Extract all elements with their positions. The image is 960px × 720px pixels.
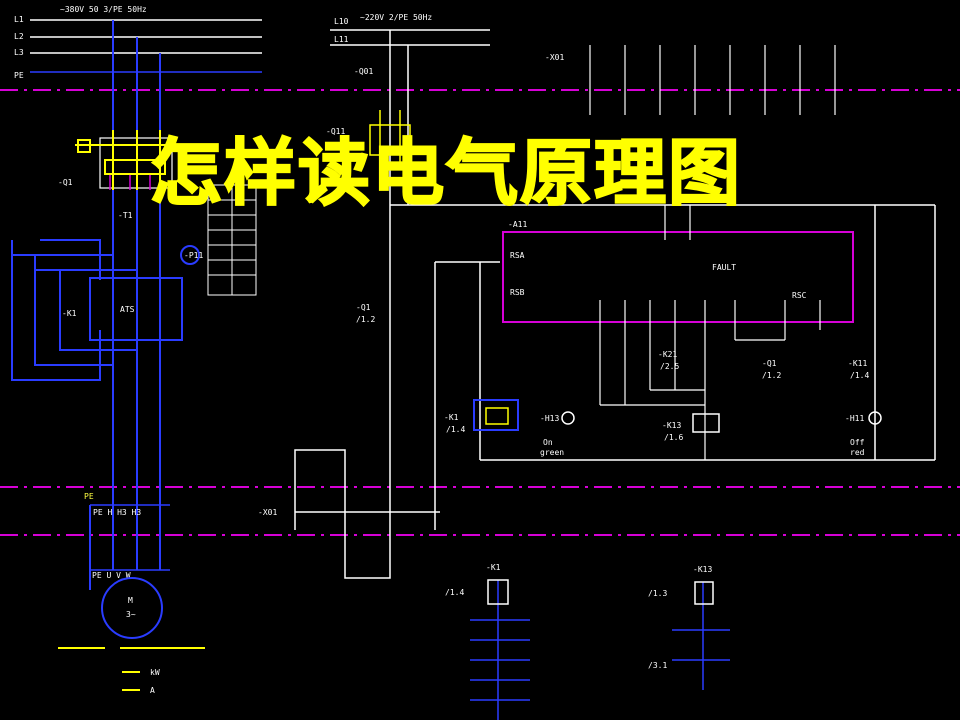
unit-kw: kW [150, 668, 160, 677]
unit-a: A [150, 686, 155, 695]
h13-label: -H13 [540, 414, 559, 423]
a11-terminals [599, 205, 821, 460]
p11-label: -P11 [184, 251, 203, 260]
on-label: On [543, 438, 553, 447]
pe-terminal-label: PE [84, 492, 94, 501]
control-rail [390, 204, 936, 530]
q01-label: -Q01 [354, 67, 373, 76]
on-color: green [540, 448, 564, 457]
bus-pe-label: PE [14, 71, 24, 80]
k13-table-ref2: /3.1 [648, 661, 667, 670]
q1-contact-ref: /1.2 [356, 315, 375, 324]
k1-contact-table [470, 579, 530, 720]
k13-label: -K13 [662, 421, 681, 430]
top-switches [589, 45, 836, 115]
motor-phase: 3~ [126, 610, 136, 619]
fault-label: FAULT [712, 263, 736, 272]
h13-lamp-icon [561, 411, 575, 425]
k13-coil [692, 413, 720, 433]
x01-top-label: -X01 [545, 53, 564, 62]
h11-label: -H11 [845, 414, 864, 423]
bus-l1-label: L1 [14, 15, 24, 24]
k1-coil-inner [485, 407, 509, 425]
motor-terminals [90, 504, 170, 571]
a11-label: -A11 [508, 220, 527, 229]
terminal-strip [207, 184, 257, 296]
k13-table-label: -K13 [693, 565, 712, 574]
x01-loop [294, 449, 440, 579]
bus-l2-label: L2 [14, 32, 24, 41]
q1-aux-label: -Q1 [762, 359, 777, 368]
page-title: 怎样读电气原理图 [149, 129, 743, 216]
motor-letter: M [128, 596, 133, 605]
control-bus [330, 29, 490, 460]
q11-label: -Q11 [326, 127, 345, 136]
k1-ref: /1.4 [446, 425, 465, 434]
motor-icon [101, 577, 163, 639]
drive-unit [89, 277, 183, 341]
power-feeders [11, 20, 161, 590]
rsa-label: RSA [510, 251, 525, 260]
q1-aux-ref: /1.2 [762, 371, 781, 380]
q1-contact-label: -Q1 [356, 303, 371, 312]
off-label: Off [850, 438, 865, 447]
terminal-row-label: PE H H3 H3 [93, 508, 141, 517]
rsb-label: RSB [510, 288, 525, 297]
p11-meter-icon [180, 245, 200, 265]
k13-ref: /1.6 [664, 433, 683, 442]
a11-module [502, 231, 854, 323]
q1-breaker [75, 130, 175, 190]
k11-label: -K11 [848, 359, 867, 368]
off-color: red [850, 448, 865, 457]
k11-ref: /1.4 [850, 371, 869, 380]
k13-contact-table [672, 581, 730, 690]
q11-block [369, 110, 411, 170]
supply-main-label: ~380V 50 3/PE 50Hz [60, 5, 147, 14]
l10-label: L10 [334, 17, 349, 26]
bus-l3-label: L3 [14, 48, 24, 57]
k1-coil [473, 399, 519, 431]
x01-label: -X01 [258, 508, 277, 517]
supply-ctrl-label: ~220V 2/PE 50Hz [360, 13, 432, 22]
k13-table-ref: /1.3 [648, 589, 667, 598]
drive-name: ATS [120, 305, 135, 314]
k1-table-ref: /1.4 [445, 588, 464, 597]
rsc-label: RSC [792, 291, 807, 300]
k21-label: -K21 [658, 350, 677, 359]
t1-label: -T1 [118, 211, 133, 220]
power-bus [30, 19, 262, 73]
q1-label: -Q1 [58, 178, 73, 187]
k1-label: -K1 [444, 413, 459, 422]
l11-label: L11 [334, 35, 349, 44]
h11-lamp-icon [868, 411, 882, 425]
motor-ratings [58, 647, 205, 691]
k1-label-left: -K1 [62, 309, 77, 318]
k21-ref: /2.5 [660, 362, 679, 371]
k1-table-label: -K1 [486, 563, 501, 572]
motor-terminals-label: PE U V W [92, 571, 131, 580]
